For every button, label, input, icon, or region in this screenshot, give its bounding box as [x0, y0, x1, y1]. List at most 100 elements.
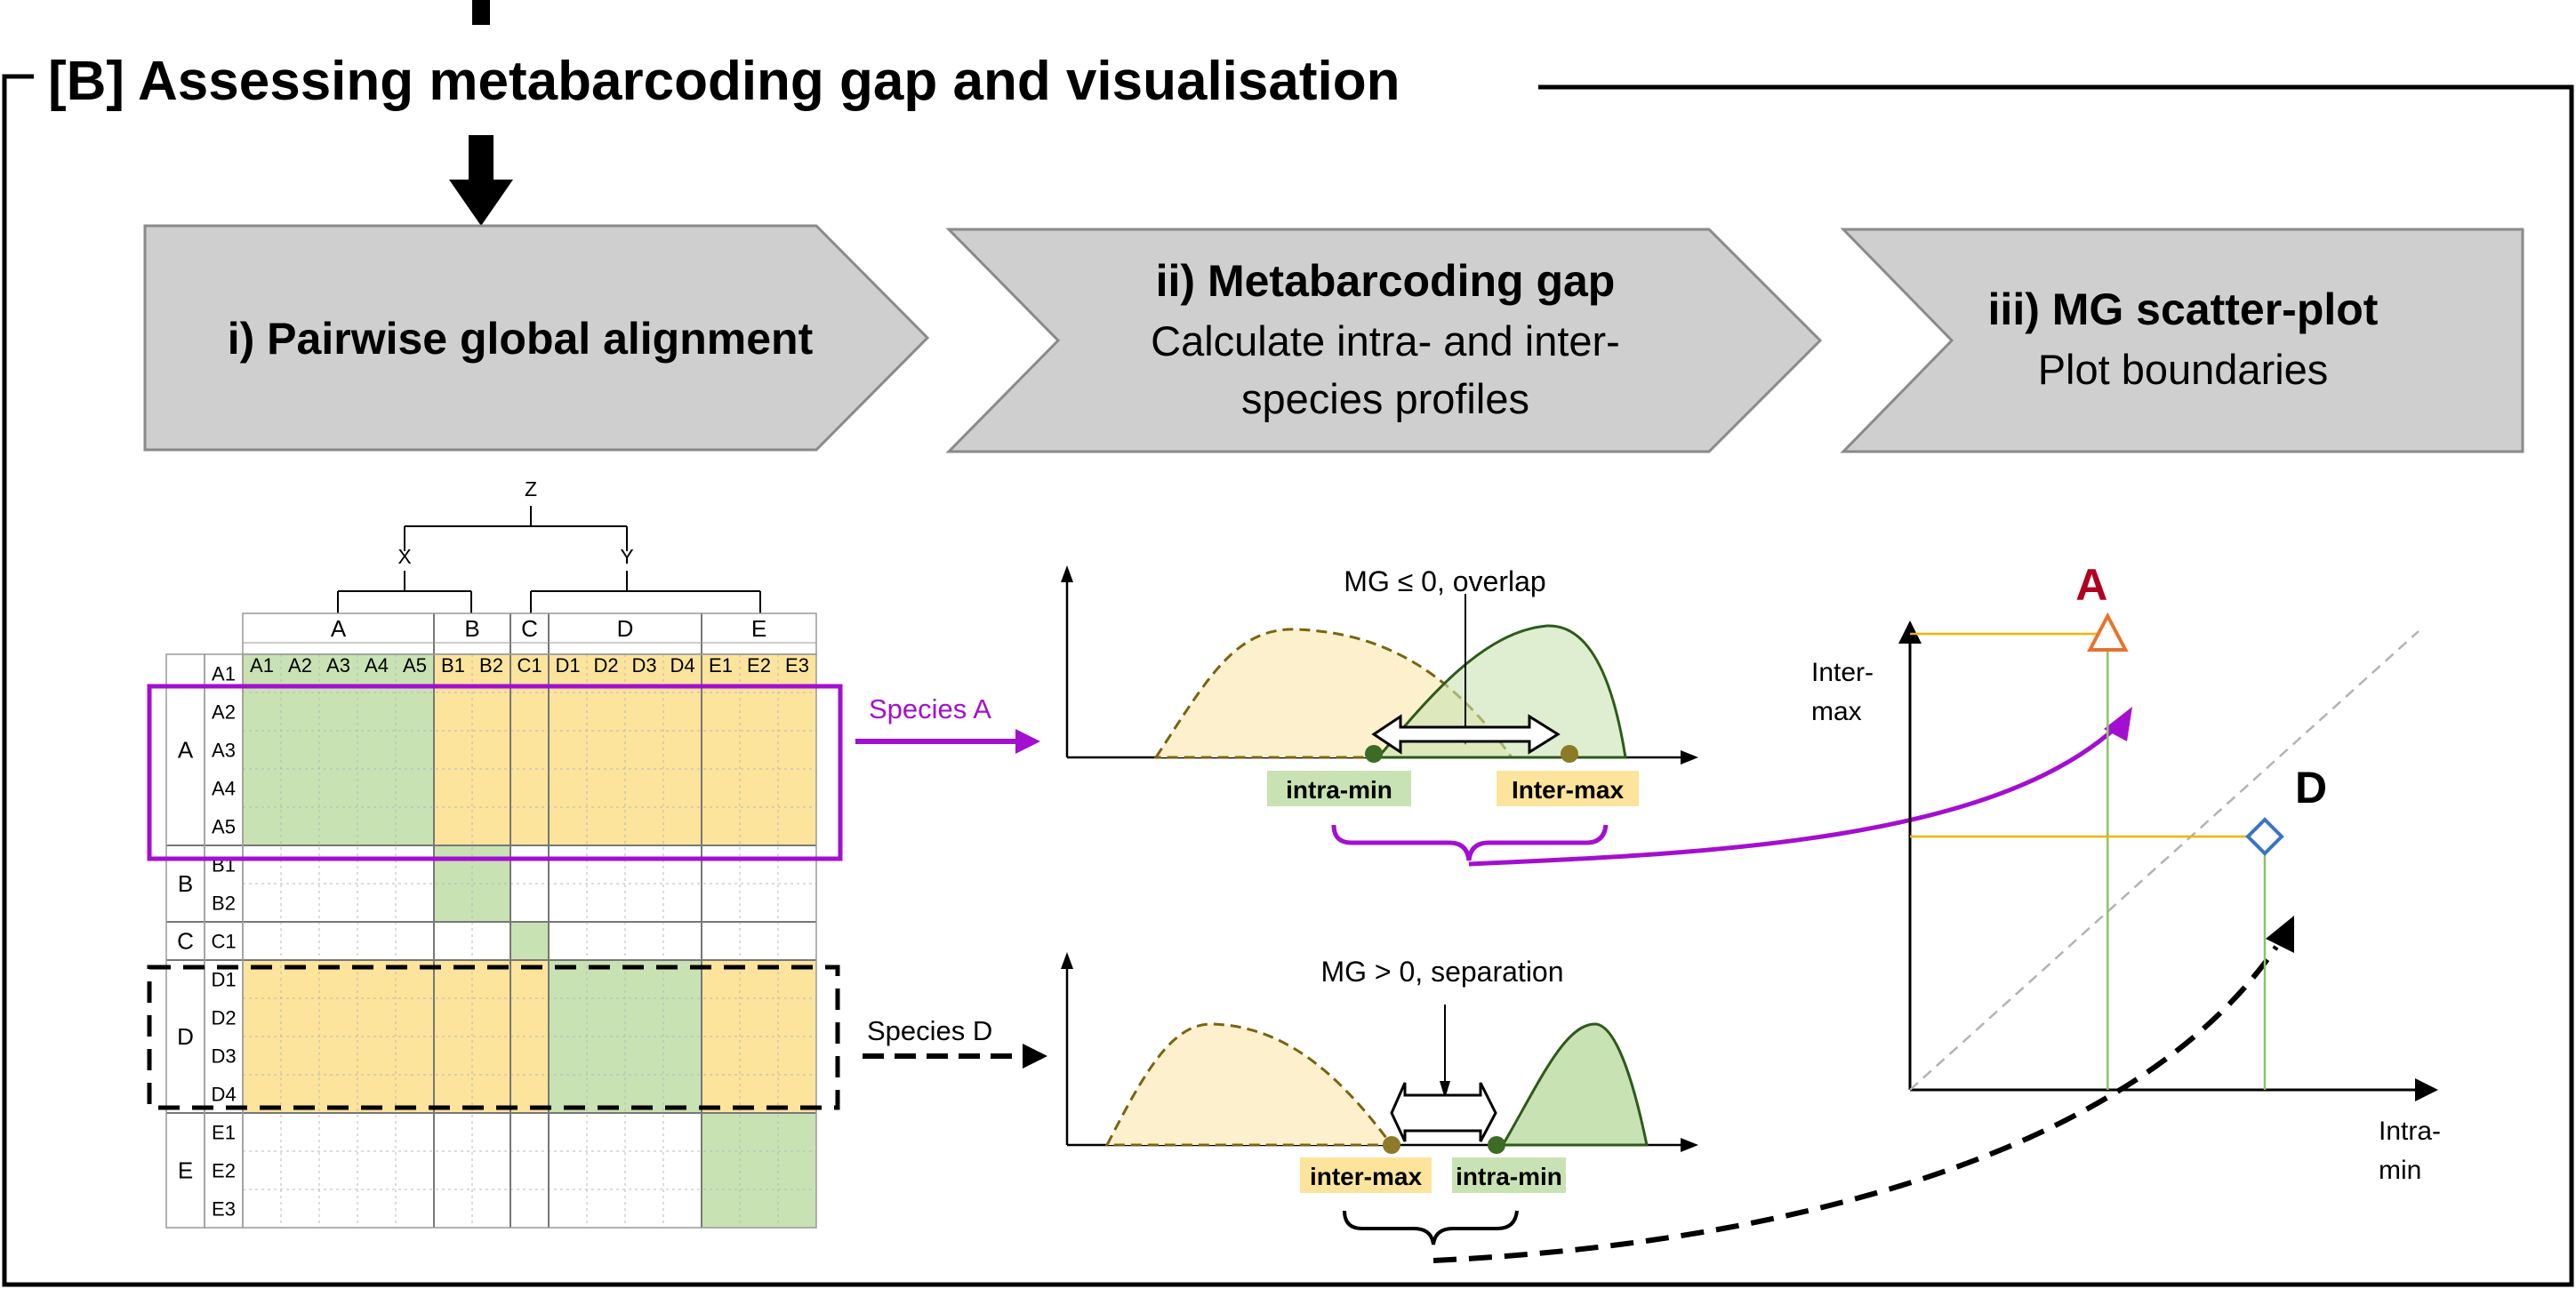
matrix-cell	[549, 693, 587, 731]
matrix-cell	[319, 769, 357, 807]
matrix-member-row-label: E2	[212, 1160, 236, 1182]
matrix-cell	[740, 807, 778, 845]
matrix-group-row-label: E	[178, 1157, 193, 1184]
step-iii-chevron: iii) MG scatter-plot Plot boundaries	[1840, 228, 2524, 453]
matrix-cell	[740, 1113, 778, 1151]
matrix-member-row-label: A2	[212, 701, 236, 724]
matrix-cell	[434, 807, 472, 845]
scatter-y-axis-label: Inter-	[1811, 658, 1874, 687]
step-i-chevron: i) Pairwise global alignment	[143, 224, 930, 452]
scatter-y-axis-arrow	[1898, 620, 1922, 644]
species-a-mg-text: MG ≤ 0, overlap	[1344, 565, 1545, 597]
matrix-cell	[587, 769, 625, 807]
matrix-cell	[663, 998, 702, 1037]
matrix-cell	[510, 731, 549, 769]
inter-max-point	[1561, 745, 1578, 763]
matrix-member-row-label: D3	[211, 1045, 236, 1068]
species-d-highlight-box	[147, 965, 840, 1110]
species-a-label: Species A	[869, 693, 991, 725]
matrix-group-col-label: B	[464, 615, 479, 642]
matrix-cell	[281, 807, 319, 845]
species-a-inter-max-label: Inter-max	[1512, 776, 1624, 804]
matrix-cell	[319, 1037, 357, 1075]
species-d-to-scatter-arrow	[1432, 945, 2279, 1263]
matrix-cell	[740, 731, 778, 769]
matrix-cell	[357, 731, 396, 769]
matrix-cell	[778, 807, 816, 845]
matrix-member-col-label: D4	[670, 654, 694, 677]
matrix-cell	[587, 998, 625, 1037]
matrix-member-row-label: A5	[212, 816, 236, 838]
matrix-cell	[625, 769, 663, 807]
matrix-cell	[434, 731, 472, 769]
step-ii-chevron: ii) Metabarcoding gap Calculate intra- a…	[945, 228, 1823, 453]
matrix-cell	[243, 1037, 281, 1075]
matrix-cell	[778, 693, 816, 731]
step-ii-line-2: species profiles	[1241, 375, 1529, 422]
matrix-member-row-label: E1	[212, 1122, 236, 1144]
step-ii-title: ii) Metabarcoding gap	[1156, 256, 1616, 306]
matrix-cell	[778, 1113, 816, 1151]
species-a-inter-max-badge	[1497, 771, 1639, 806]
matrix-cell	[472, 807, 510, 845]
separation-double-arrow	[1390, 1082, 1497, 1142]
matrix-member-row-label: A1	[212, 663, 236, 685]
matrix-cell	[472, 998, 510, 1037]
matrix-member-col-label: E2	[747, 654, 771, 677]
matrix-member-col-label: D1	[555, 654, 580, 677]
matrix-group-col-label: C	[521, 615, 538, 642]
matrix-cell	[778, 769, 816, 807]
tree-clade-x-label: X	[397, 545, 411, 568]
matrix-cell	[281, 998, 319, 1037]
matrix-cell	[243, 807, 281, 845]
matrix-member-col-label: A2	[288, 654, 312, 677]
scatter-x-axis-arrow	[2415, 1078, 2438, 1101]
section-title: [B] Assessing metabarcoding gap and visu…	[48, 51, 1400, 112]
species-d-inter-max-label: inter-max	[1310, 1163, 1422, 1190]
matrix-cell	[740, 1037, 778, 1075]
matrix-member-col-label: C1	[517, 654, 542, 677]
matrix-member-col-label: E1	[709, 654, 733, 677]
matrix-cell	[702, 769, 740, 807]
scatter-point-triangle	[2086, 612, 2129, 652]
matrix-cell	[625, 807, 663, 845]
scatter-x-axis-label: Intra-	[2379, 1117, 2441, 1146]
matrix-cell	[396, 693, 434, 731]
matrix-group-col-label: A	[331, 615, 347, 642]
species-d-mg-text: MG > 0, separation	[1320, 956, 1563, 988]
tree-clade-y-label: Y	[620, 545, 633, 568]
matrix-cell	[434, 845, 472, 884]
matrix-cell	[319, 731, 357, 769]
matrix-cell	[319, 693, 357, 731]
matrix-cell	[243, 693, 281, 731]
matrix-cell	[740, 693, 778, 731]
scatter-x-axis-label: min	[2379, 1156, 2421, 1185]
matrix-member-row-label: E3	[212, 1198, 236, 1221]
matrix-cell	[587, 1037, 625, 1075]
matrix-cell	[472, 884, 510, 922]
scatter-point-diamond	[2245, 817, 2284, 856]
matrix-member-col-label: A4	[365, 654, 389, 677]
matrix-member-col-label: E3	[785, 654, 809, 677]
matrix-cell	[243, 769, 281, 807]
matrix-cell	[472, 731, 510, 769]
matrix-cell	[702, 1113, 740, 1151]
tree-root-label: Z	[525, 477, 537, 500]
distribution-plot-d	[1061, 952, 1698, 1154]
species-a-bracket	[1331, 824, 1609, 861]
matrix-cell	[663, 769, 702, 807]
matrix-member-col-label: A3	[326, 654, 350, 677]
matrix-cell	[778, 731, 816, 769]
matrix-cell	[663, 693, 702, 731]
matrix-cell	[625, 998, 663, 1037]
matrix-cell	[663, 1037, 702, 1075]
matrix-member-row-label: C1	[211, 931, 236, 953]
matrix-cell	[702, 998, 740, 1037]
matrix-cell	[625, 1037, 663, 1075]
matrix-member-row-label: B2	[212, 893, 236, 915]
species-d-inter-max-badge	[1300, 1157, 1432, 1193]
species-a-arrowhead	[2104, 707, 2132, 741]
matrix-cell	[434, 769, 472, 807]
